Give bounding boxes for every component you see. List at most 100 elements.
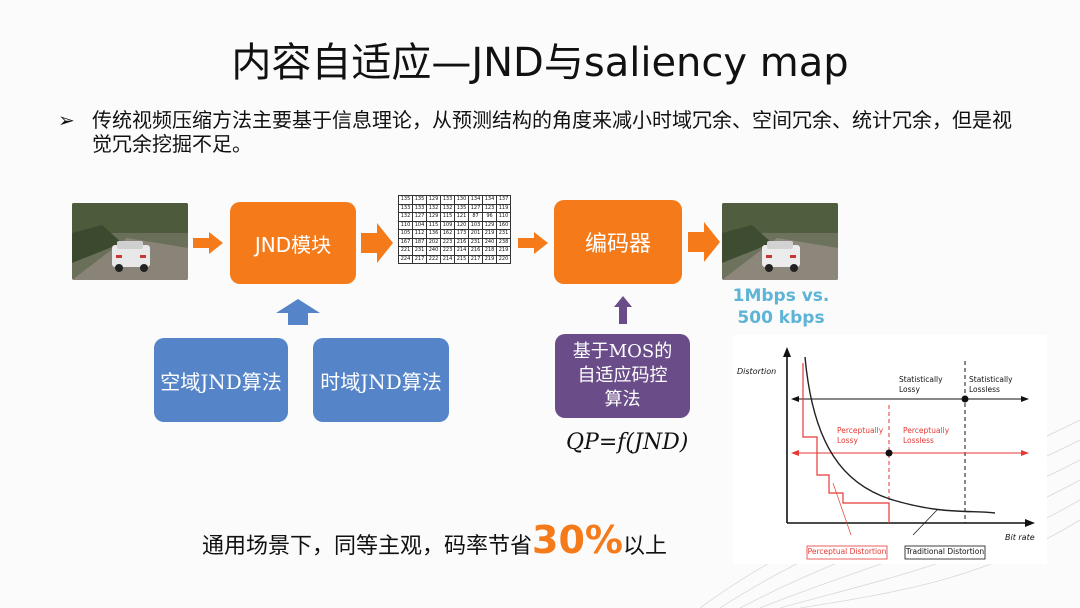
jnd-matrix-cell: 216 — [468, 246, 483, 256]
perceptually-lossless-label: Perceptually Lossless — [903, 426, 950, 445]
jnd-matrix-cell: 219 — [482, 229, 497, 239]
bullet-point: ➢ 传统视频压缩方法主要基于信息理论，从预测结构的角度来减小时域冗余、空间冗余、… — [58, 108, 1018, 156]
legend-traditional-distortion: Traditional Distortion — [905, 547, 985, 556]
jnd-matrix-cell: 231 — [412, 246, 427, 256]
spatial-jnd-label: 空域JND算法 — [160, 369, 282, 394]
jnd-matrix-cell: 214 — [454, 246, 469, 256]
jnd-matrix-cell: 240 — [426, 246, 441, 256]
temporal-jnd-label: 时域JND算法 — [320, 369, 442, 394]
jnd-matrix-cell: 223 — [440, 237, 455, 247]
jnd-matrix-cell: 201 — [468, 229, 483, 239]
jnd-matrix-cell: 129 — [482, 220, 497, 230]
jnd-matrix-cell: 129 — [426, 195, 441, 205]
jnd-matrix-cell: 129 — [426, 212, 441, 222]
jnd-matrix-cell: 162 — [440, 229, 455, 239]
arrow-right-icon — [518, 232, 548, 254]
jnd-matrix-cell: 222 — [426, 254, 441, 264]
perceptually-lossy-label: Perceptually Lossy — [837, 426, 884, 445]
jnd-matrix-cell: 173 — [454, 229, 469, 239]
arrow-bullet-icon: ➢ — [58, 108, 75, 132]
jnd-matrix-cell: 167 — [398, 237, 413, 247]
jnd-matrix-cell: 160 — [496, 220, 511, 230]
jnd-matrix-cell: 214 — [440, 254, 455, 264]
jnd-module-label: JND模块 — [254, 232, 332, 257]
bitrate-note: 1Mbps vs. 500 kbps — [732, 286, 830, 328]
jnd-matrix-cell: 119 — [496, 203, 511, 213]
jnd-matrix-cell: 115 — [440, 212, 455, 222]
jnd-matrix-cell: 87 — [468, 212, 483, 222]
jnd-matrix-cell: 127 — [468, 203, 483, 213]
jnd-matrix-cell: 224 — [398, 254, 413, 264]
jnd-matrix-cell: 219 — [496, 246, 511, 256]
output-frame-thumbnail — [722, 203, 838, 280]
qp-formula: QP=f(JND) — [566, 430, 689, 455]
jnd-matrix-cell: 104 — [412, 220, 427, 230]
summary-line: 通用场景下，同等主观，码率节省30%以上 — [202, 518, 667, 562]
jnd-matrix-cell: 231 — [468, 237, 483, 247]
jnd-matrix-cell: 221 — [398, 246, 413, 256]
input-frame-thumbnail — [72, 203, 188, 280]
statistically-lossy-label: Statistically Lossy — [899, 375, 943, 394]
jnd-matrix-cell: 103 — [468, 220, 483, 230]
jnd-matrix-cell: 134 — [482, 195, 497, 205]
jnd-matrix-cell: 217 — [412, 254, 427, 264]
jnd-matrix-cell: 121 — [454, 212, 469, 222]
page-title: 内容自适应—JND与saliency map — [231, 40, 849, 86]
arrow-right-icon — [193, 232, 223, 254]
jnd-module-box: JND模块 — [230, 202, 356, 284]
jnd-matrix-cell: 220 — [496, 254, 511, 264]
jnd-matrix-cell: 133 — [398, 203, 413, 213]
jnd-matrix-cell: 105 — [398, 229, 413, 239]
jnd-matrix-cell: 217 — [468, 254, 483, 264]
jnd-matrix-cell: 112 — [412, 229, 427, 239]
jnd-matrix-cell: 132 — [426, 203, 441, 213]
jnd-matrix-cell: 219 — [482, 254, 497, 264]
jnd-matrix-cell: 215 — [454, 254, 469, 264]
spatial-jnd-box: 空域JND算法 — [154, 338, 288, 422]
rd-y-axis-label: Distortion — [737, 367, 777, 376]
legend-perceptual-distortion: Perceptual Distortion — [807, 547, 887, 556]
jnd-matrix-cell: 133 — [440, 195, 455, 205]
jnd-matrix-cell: 127 — [412, 212, 427, 222]
jnd-matrix-cell: 135 — [412, 195, 427, 205]
rd-x-axis-label: Bit rate — [1005, 533, 1035, 542]
arrow-right-icon — [688, 222, 720, 262]
jnd-matrix-cell: 202 — [426, 237, 441, 247]
jnd-matrix-cell: 136 — [426, 229, 441, 239]
summary-percent: 30% — [532, 518, 623, 562]
jnd-matrix-cell: 231 — [496, 229, 511, 239]
jnd-matrix-cell: 132 — [398, 212, 413, 222]
jnd-matrix-cell: 240 — [482, 237, 497, 247]
jnd-matrix-cell: 109 — [440, 220, 455, 230]
arrow-up-icon — [276, 299, 320, 325]
jnd-matrix-cell: 123 — [482, 203, 497, 213]
summary-prefix: 通用场景下，同等主观，码率节省 — [202, 534, 533, 559]
arrow-right-icon — [361, 223, 393, 263]
rd-curve-figure: Distortion Bit rate Statistically Lossy … — [733, 335, 1047, 564]
jnd-matrix-cell: 96 — [482, 212, 497, 222]
encoder-label: 编码器 — [584, 232, 651, 257]
temporal-jnd-box: 时域JND算法 — [313, 338, 449, 422]
jnd-matrix-cell: 110 — [496, 212, 511, 222]
jnd-matrix-cell: 216 — [454, 237, 469, 247]
jnd-matrix-cell: 115 — [426, 220, 441, 230]
jnd-matrix-cell: 135 — [454, 203, 469, 213]
jnd-matrix-cell: 218 — [482, 246, 497, 256]
jnd-matrix-cell: 135 — [398, 195, 413, 205]
bullet-text: 传统视频压缩方法主要基于信息理论，从预测结构的角度来减小时域冗余、空间冗余、统计… — [92, 108, 1012, 156]
jnd-matrix-cell: 187 — [412, 237, 427, 247]
jnd-matrix-cell: 132 — [440, 203, 455, 213]
arrow-up-icon — [614, 296, 632, 324]
jnd-matrix-cell: 134 — [468, 195, 483, 205]
jnd-matrix-cell: 137 — [496, 195, 511, 205]
encoder-box: 编码器 — [554, 200, 682, 284]
jnd-matrix-cell: 133 — [412, 203, 427, 213]
